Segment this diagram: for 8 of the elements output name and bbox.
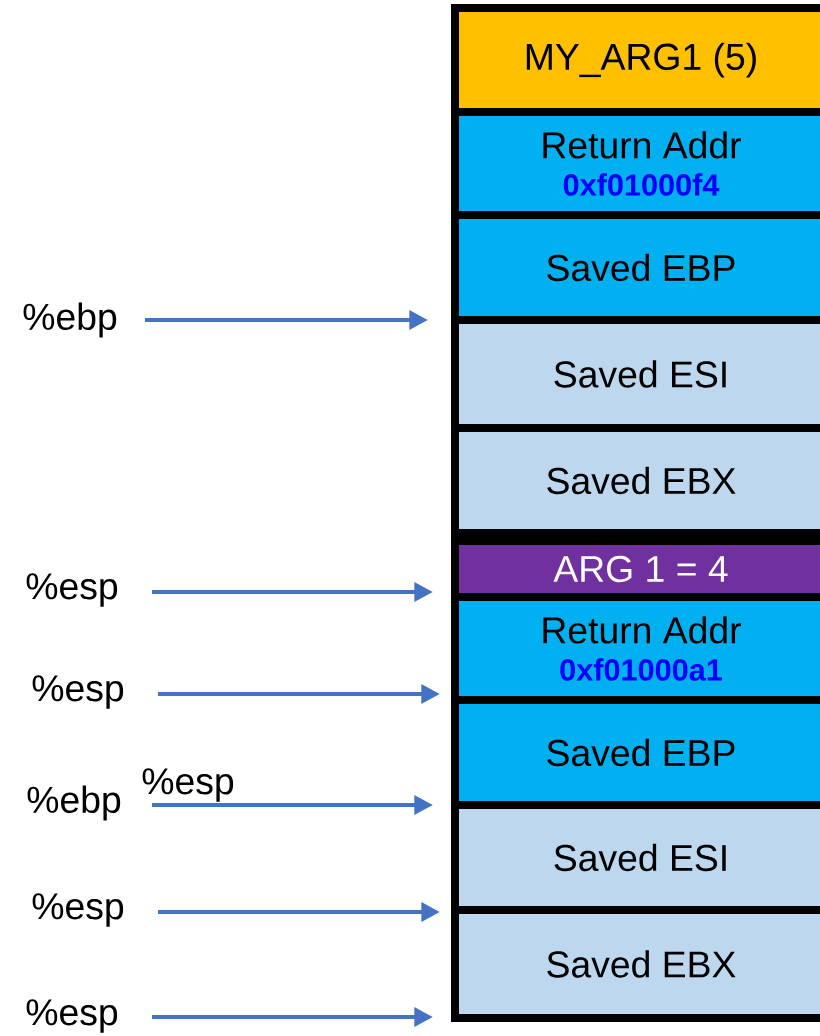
register-label: %esp <box>26 573 118 607</box>
register-label: %ebp <box>23 302 117 338</box>
stack-cell: Saved EBX <box>451 906 820 1022</box>
register-label: %esp <box>32 675 124 709</box>
register-label: %ebp <box>27 785 121 821</box>
register-label: %esp <box>142 768 234 802</box>
register-label: %esp <box>26 999 118 1033</box>
register-label: %esp <box>32 893 124 927</box>
